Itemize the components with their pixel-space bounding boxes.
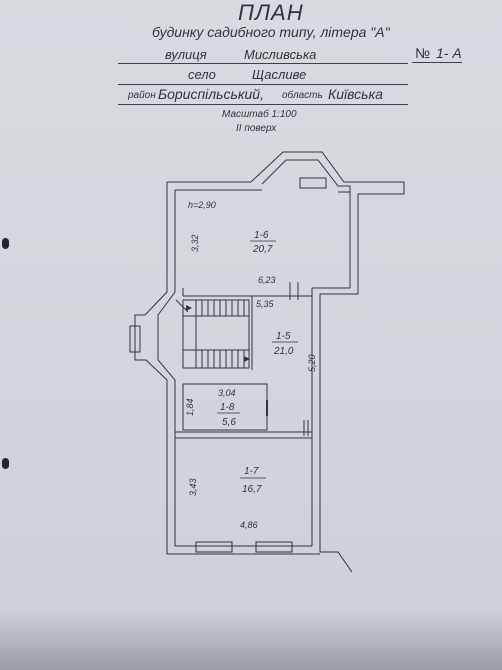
district-label: район xyxy=(128,90,156,101)
window-bay xyxy=(129,325,141,353)
region-value: Київська xyxy=(328,86,383,102)
dim-3-32: 3,32 xyxy=(190,234,200,252)
page-shadow xyxy=(0,610,502,670)
outer-wall-left-inner xyxy=(157,190,312,547)
binder-hole-bottom xyxy=(2,458,9,469)
dim-5-20: 5,20 xyxy=(307,354,317,372)
room-1-7-area: 16,7 xyxy=(242,484,262,495)
village-label: село xyxy=(188,67,216,82)
height-label: h=2,90 xyxy=(188,200,216,210)
room-1-5-id: 1-5 xyxy=(276,331,291,342)
street-underline xyxy=(118,63,408,64)
dim-6-23: 6,23 xyxy=(258,275,276,285)
number-value: 1- А xyxy=(436,45,462,61)
stair-treads xyxy=(183,300,249,368)
room-1-6-id: 1-6 xyxy=(254,230,269,241)
outer-wall-inner xyxy=(261,159,351,289)
stair-arrow-bottom xyxy=(244,356,250,362)
outer-wall xyxy=(250,151,405,573)
window-bottom-right xyxy=(255,541,293,553)
number-label: № xyxy=(415,45,431,61)
region-label: область xyxy=(282,90,323,101)
district-value: Бориспільський, xyxy=(158,86,264,102)
dim-5-35: 5,35 xyxy=(256,299,275,309)
room-1-7-id: 1-7 xyxy=(244,466,259,477)
document-subtitle: будинку садибного типу, літера "А" xyxy=(152,24,390,40)
room-1-8-id: 1-8 xyxy=(220,402,235,413)
street-value: Мисливська xyxy=(244,47,317,62)
village-value: Щасливе xyxy=(252,67,307,82)
village-underline xyxy=(118,84,408,85)
document-title: ПЛАН xyxy=(238,0,304,25)
floor-label: ІІ поверх xyxy=(236,123,277,134)
number-underline xyxy=(412,62,462,63)
room-1-5-area: 21,0 xyxy=(273,346,294,357)
dim-1-84: 1,84 xyxy=(185,398,195,416)
dim-3-43: 3,43 xyxy=(188,478,198,496)
room-1-6-area: 20,7 xyxy=(252,244,273,255)
window-top xyxy=(299,177,327,189)
stair-arrow-top xyxy=(186,305,192,311)
street-label: вулиця xyxy=(165,47,207,62)
staircase xyxy=(182,299,250,369)
room-1-8-area: 5,6 xyxy=(222,417,236,428)
dim-3-04: 3,04 xyxy=(218,388,236,398)
district-underline xyxy=(118,104,408,105)
scale-label: Масштаб 1:100 xyxy=(222,109,297,120)
binder-hole-top xyxy=(2,238,9,249)
dim-4-86: 4,86 xyxy=(240,520,258,530)
window-bottom xyxy=(195,541,233,553)
outer-wall-left xyxy=(134,181,320,555)
